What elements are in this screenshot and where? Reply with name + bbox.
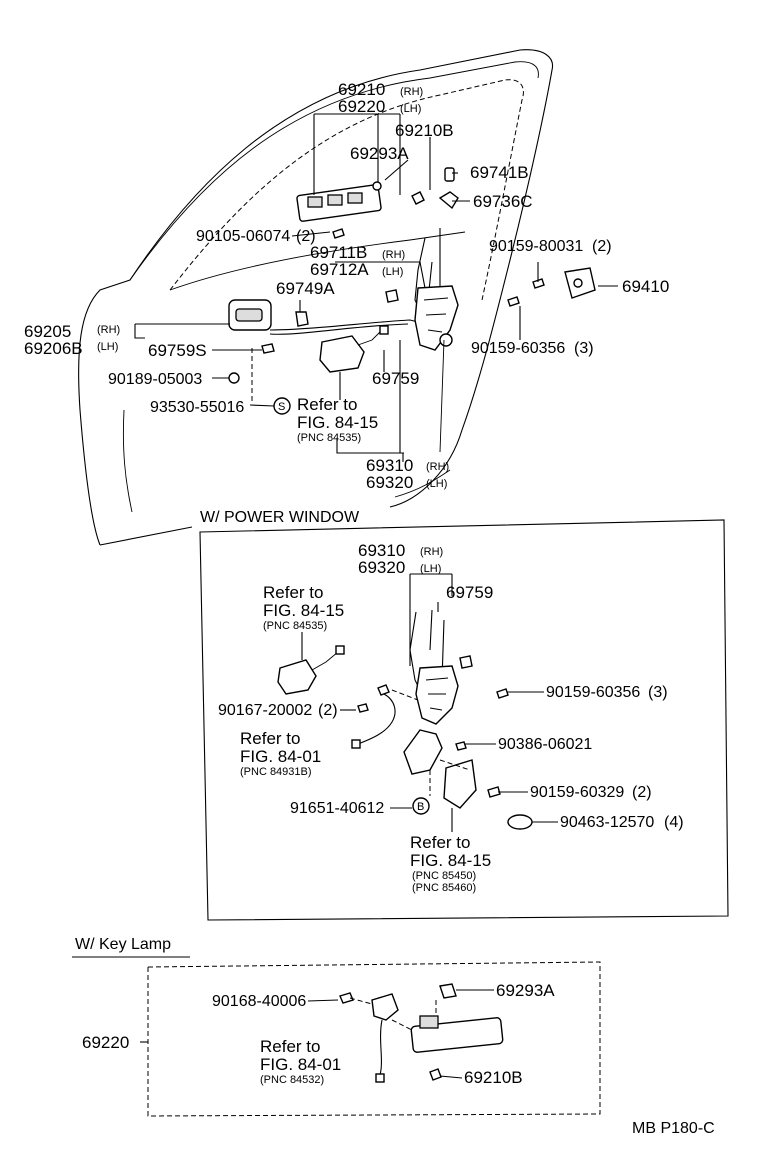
label-90159-60356-qty: (3) [574, 340, 594, 357]
label-93530: 93530-55016 [150, 399, 244, 416]
label-69711b: 69711B [310, 243, 367, 262]
pw-label-90159-60356: 90159-60356 [546, 684, 640, 701]
drawing-code: MB P180-C [632, 1120, 715, 1137]
pw-label-69759: 69759 [446, 583, 493, 602]
label-90159-80031-qty: (2) [592, 238, 612, 255]
label-69310: 69310 [366, 456, 413, 475]
kl-label-pnc: (PNC 84532) [260, 1074, 324, 1086]
pw-label-69310: 69310 [358, 541, 405, 560]
label-fig-84-15: FIG. 84-15 [297, 413, 378, 432]
kl-label-refer: Refer to [260, 1037, 320, 1056]
pw-label-90386: 90386-06021 [498, 736, 592, 753]
label-69210-side: (RH) [400, 86, 423, 98]
key-lamp-section: W/ Key Lamp 90168-40006 69293A 69220 Ref… [72, 936, 601, 1117]
label-69310-side: (RH) [426, 461, 449, 473]
label-69210: 69210 [338, 80, 385, 99]
label-69320-side: (LH) [426, 478, 447, 490]
pw-label-pnc-3a: (PNC 85450) [412, 870, 476, 882]
pw-label-fig-3: FIG. 84-15 [410, 851, 491, 870]
label-69206b: 69206B [24, 339, 83, 358]
main-leaders [134, 113, 618, 462]
label-69741b: 69741B [470, 163, 529, 182]
pw-label-fig-1: FIG. 84-15 [263, 601, 344, 620]
label-90159-60356: 90159-60356 [471, 340, 565, 357]
pw-label-refer-1: Refer to [263, 583, 323, 602]
kl-label-fig: FIG. 84-01 [260, 1055, 341, 1074]
power-window-section: W/ POWER WINDOW 69 [199, 509, 729, 921]
label-90105-qty: (2) [296, 228, 316, 245]
pw-label-69310-side: (RH) [420, 546, 443, 558]
label-69220: 69220 [338, 97, 385, 116]
lock-actuator-shape [319, 335, 365, 373]
solenoid-shape [443, 759, 477, 809]
label-69206b-side: (LH) [97, 341, 118, 353]
pw-label-69320: 69320 [358, 558, 405, 577]
pw-label-90463: 90463-12570 [560, 814, 654, 831]
pw-label-pnc-2: (PNC 84931B) [240, 766, 312, 778]
label-69205: 69205 [24, 322, 71, 341]
main-labels: 69210 (RH) 69220 (LH) 69210B 69293A 6974… [24, 80, 669, 492]
label-69320: 69320 [366, 473, 413, 492]
kl-label-69293a: 69293A [496, 981, 555, 1000]
pw-label-90159-60329: 90159-60329 [530, 784, 624, 801]
mark-b: B [417, 801, 424, 813]
pw-label-pnc-3b: (PNC 85460) [412, 882, 476, 894]
pw-label-91651: 91651-40612 [290, 800, 384, 817]
main-parts [228, 167, 596, 415]
key-lamp-shape [371, 993, 399, 1021]
pw-label-fig-2: FIG. 84-01 [240, 747, 321, 766]
label-69712a-side: (LH) [382, 266, 403, 278]
pw-label-pnc-1: (PNC 84535) [263, 620, 327, 632]
label-69749a: 69749A [276, 279, 335, 298]
label-69759: 69759 [372, 369, 419, 388]
pw-label-90463-qty: (4) [664, 814, 684, 831]
label-69410: 69410 [622, 277, 669, 296]
label-69736c: 69736C [473, 192, 533, 211]
label-90105: 90105-06074 [196, 228, 290, 245]
label-69205-side: (RH) [97, 324, 120, 336]
label-pnc-84535: (PNC 84535) [297, 432, 361, 444]
pw-label-69320-side: (LH) [420, 563, 441, 575]
pw-label-refer-2: Refer to [240, 729, 300, 748]
label-69711b-side: (RH) [382, 249, 405, 261]
pw-label-refer-3: Refer to [410, 833, 470, 852]
label-69712a: 69712A [310, 260, 369, 279]
pw-label-90159-60356-qty: (3) [648, 684, 668, 701]
kl-label-69220: 69220 [82, 1033, 129, 1052]
mark-s: S [278, 401, 285, 413]
pw-label-90167-qty: (2) [318, 702, 338, 719]
label-90189: 90189-05003 [108, 371, 202, 388]
label-refer-to-1: Refer to [297, 395, 357, 414]
label-69210b: 69210B [395, 121, 454, 140]
kl-label-90168: 90168-40006 [212, 993, 306, 1010]
door-outline [78, 49, 554, 546]
label-90159-80031: 90159-80031 [489, 238, 583, 255]
pw-label-90159-60329-qty: (2) [632, 784, 652, 801]
kl-label-69210b: 69210B [464, 1068, 523, 1087]
key-lamp-title: W/ Key Lamp [75, 936, 171, 953]
power-lock-assembly-shape [415, 665, 459, 725]
label-69759s: 69759S [148, 341, 207, 360]
label-69220-side: (LH) [400, 103, 421, 115]
pw-label-90167: 90167-20002 [218, 702, 312, 719]
label-69293a: 69293A [350, 144, 409, 163]
door-lock-motor-shape [403, 729, 443, 775]
power-window-title: W/ POWER WINDOW [200, 509, 360, 526]
